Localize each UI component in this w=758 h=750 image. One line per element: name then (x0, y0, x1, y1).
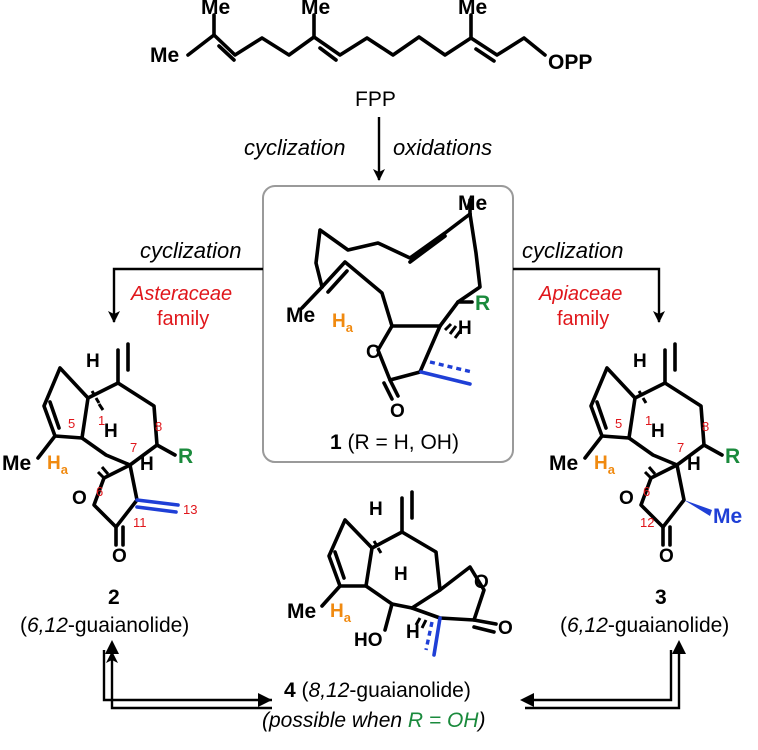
oxygen-label: O (72, 488, 87, 509)
r-group-label: R (725, 445, 740, 468)
ring-number: 6 (643, 484, 650, 499)
compound-3-number: 3 (655, 586, 667, 609)
family-label: family (157, 308, 209, 330)
arrow-1-to-2 (108, 267, 263, 323)
compound-2-number: 2 (108, 586, 120, 609)
condition-cyclization: cyclization (522, 238, 623, 263)
hydrogen-label: H (104, 421, 118, 442)
methyl-label: Me (458, 192, 487, 215)
ring-number: 11 (133, 515, 147, 530)
compound-4-caption: 4 (8,12-guaianolide) (284, 679, 471, 702)
compound-4-structure: H H H Me Ha HO O O (287, 490, 513, 657)
r-group-label: R (475, 292, 490, 315)
ring-number: 5 (615, 416, 622, 431)
methyl-label: Me (713, 505, 742, 528)
ring-number: 1 (98, 413, 105, 428)
oxygen-label: O (474, 572, 489, 593)
arrow-1-to-3 (513, 267, 665, 323)
hydrogen-a-label: Ha (594, 453, 616, 477)
condition-cyclization: cyclization (140, 238, 241, 263)
hydrogen-label: H (406, 622, 420, 643)
fpp-methyl-label: Me (458, 0, 487, 19)
ring-number: 13 (183, 502, 197, 517)
condition-cyclization: cyclization (244, 135, 345, 160)
compound-3-caption: (6,12-guaianolide) (560, 614, 729, 637)
fpp-methyl-label: Me (201, 0, 230, 19)
hydrogen-label: H (86, 351, 100, 372)
compound-2-structure: H H H Me R Ha O O 1 5 6 7 8 11 13 (2, 342, 197, 567)
fpp-methyl-label: Me (150, 44, 179, 67)
ring-number: 8 (702, 419, 709, 434)
carbonyl-oxygen-label: O (112, 546, 127, 567)
hydrogen-a-label: Ha (330, 601, 352, 625)
fpp-structure: Me Me Me Me OPP (150, 0, 592, 74)
ring-number: 6 (96, 484, 103, 499)
compound-1-structure: Me Me R Ha H O O (286, 192, 490, 422)
fpp-opp-label: OPP (548, 51, 592, 74)
carbonyl-oxygen-label: O (498, 618, 513, 639)
ring-number: 7 (130, 440, 137, 455)
hydrogen-label: H (633, 351, 647, 372)
hydrogen-a-label: Ha (47, 453, 69, 477)
methyl-label: Me (287, 600, 316, 623)
fpp-methyl-label: Me (301, 0, 330, 19)
compound-1-box (262, 185, 514, 463)
family-label: Apiaceae (538, 283, 622, 305)
equilibrium-arrows-2-4 (102, 640, 272, 710)
ring-number: 8 (155, 419, 162, 434)
r-group-label: R (178, 445, 193, 468)
compound-1-caption: 1 (R = H, OH) (330, 431, 459, 454)
equilibrium-arrows-3-4 (520, 640, 686, 710)
hydrogen-label: H (369, 499, 383, 520)
hydrogen-label: H (687, 454, 701, 475)
ring-number: 12 (640, 515, 654, 530)
ring-number: 7 (677, 440, 684, 455)
methyl-label: Me (549, 452, 578, 475)
hydrogen-label: H (394, 564, 408, 585)
carbonyl-oxygen-label: O (659, 546, 674, 567)
oxygen-label: O (366, 342, 381, 363)
oxygen-label: O (619, 488, 634, 509)
condition-oxidations: oxidations (393, 135, 492, 160)
hydrogen-label: H (140, 454, 154, 475)
compound-3-structure: H H H Me R Me Ha O O 1 5 6 7 8 12 (549, 342, 742, 567)
fpp-name: FPP (355, 88, 396, 111)
carbonyl-oxygen-label: O (390, 401, 405, 422)
methyl-label: Me (286, 304, 315, 327)
family-label: family (557, 308, 609, 330)
compound-4-note: (possible when R = OH) (262, 709, 486, 732)
hydrogen-a-label: Ha (332, 311, 354, 335)
hydrogen-label: H (651, 421, 665, 442)
family-label: Asteraceae (130, 283, 232, 305)
compound-2-caption: (6,12-guaianolide) (20, 614, 189, 637)
ring-number: 5 (68, 416, 75, 431)
methyl-label: Me (2, 452, 31, 475)
ring-number: 1 (645, 413, 652, 428)
hydrogen-label: H (458, 318, 472, 339)
hydroxyl-label: HO (354, 630, 383, 651)
